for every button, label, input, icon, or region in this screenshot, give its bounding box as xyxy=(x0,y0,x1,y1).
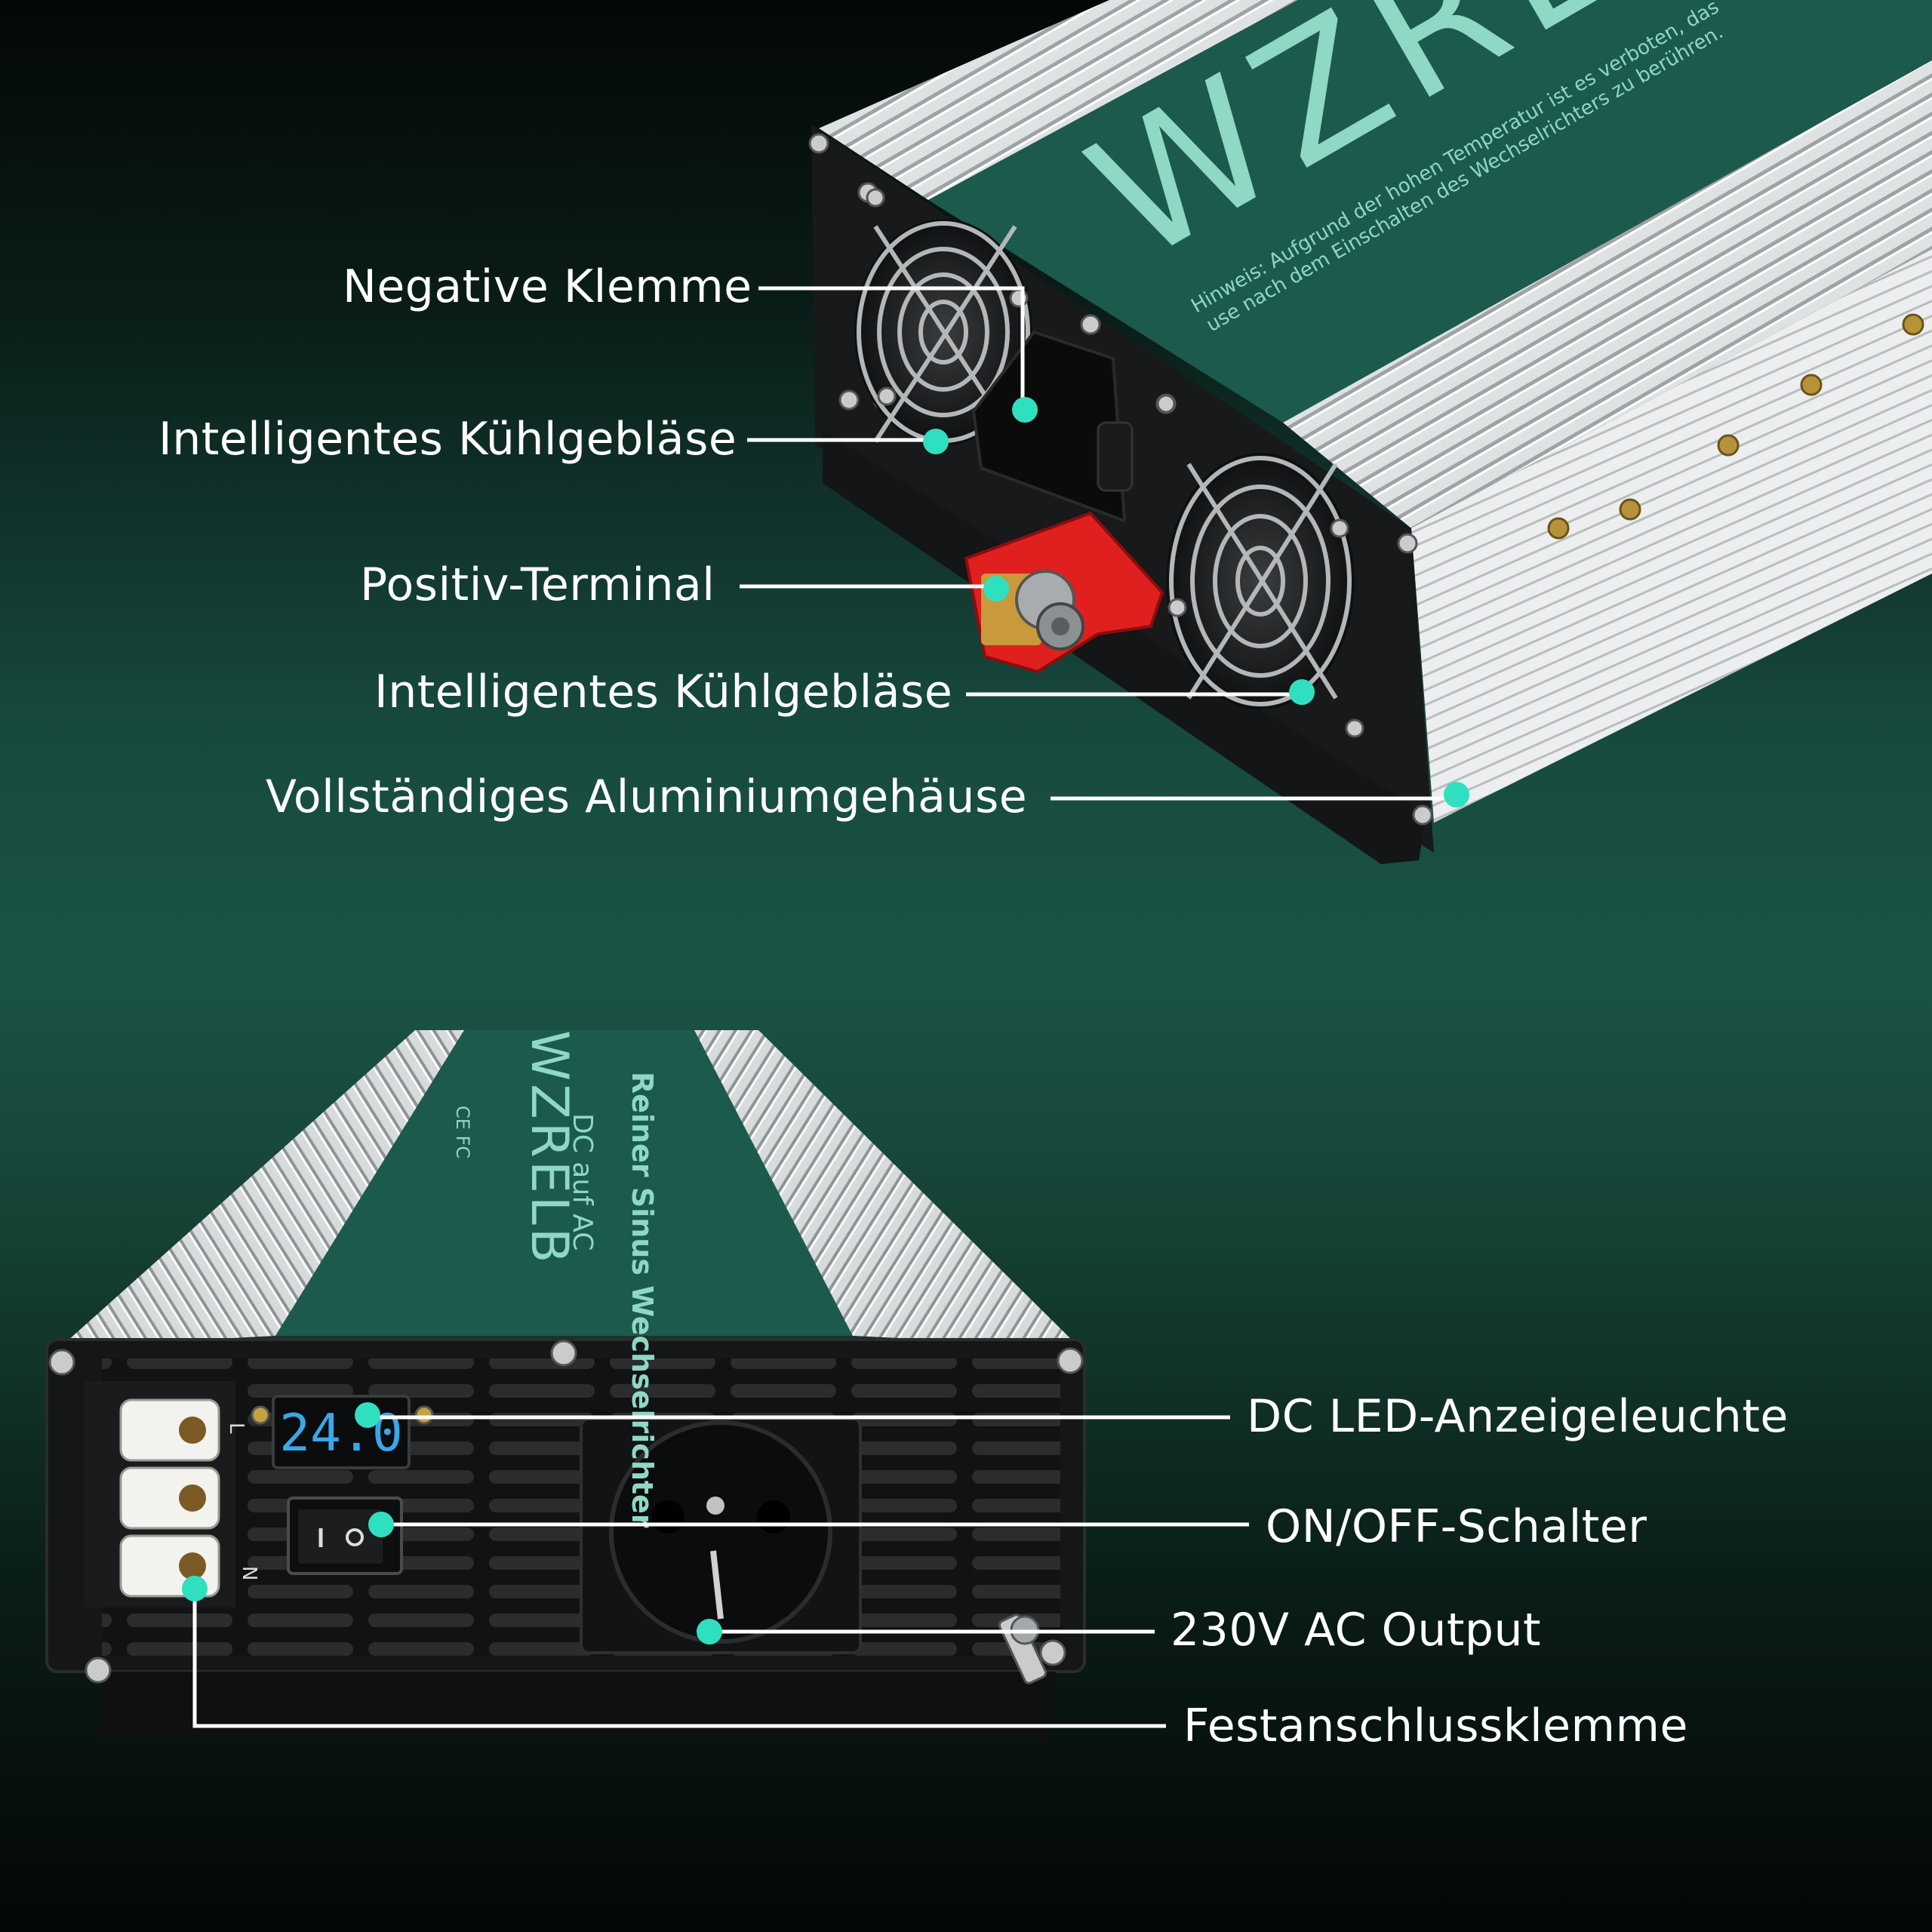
top-green-panel xyxy=(928,0,1932,423)
negative-terminal-icon xyxy=(971,330,1134,523)
callout-dots xyxy=(182,397,1469,1644)
bottom-fins-right xyxy=(694,1030,1079,1347)
dot-cooling-fan-left xyxy=(923,429,949,454)
top-inverter: WZRELB Hinweis: Aufgrund der hohen Tempe… xyxy=(808,0,1932,864)
label-aluminium-housing: Vollständiges Aluminiumgehäuse xyxy=(266,771,1028,823)
dot-cooling-fan-right xyxy=(1289,679,1315,705)
bottom-inverter: L N 24.0 WZRELB xyxy=(45,1030,1086,1740)
top-fins-lower xyxy=(1283,60,1932,528)
top-fins-upper xyxy=(819,0,1298,200)
bottom-subtitle-text: DC auf AC xyxy=(567,1113,598,1251)
bottom-cert-text: CE FC xyxy=(452,1106,473,1158)
dot-ac-output xyxy=(697,1619,722,1644)
callout-lines xyxy=(192,286,1457,1728)
front-screws xyxy=(48,1340,1084,1684)
label-dc-led-display: DC LED-Anzeigeleuchte xyxy=(1247,1390,1789,1443)
bottom-green-panel xyxy=(275,1030,853,1336)
label-cooling-fan-left: Intelligentes Kühlgebläse xyxy=(158,413,737,466)
label-hardwire-terminal: Festanschlussklemme xyxy=(1183,1700,1688,1752)
dot-aluminium-housing xyxy=(1444,782,1469,808)
label-positive-terminal: Positiv-Terminal xyxy=(360,558,715,611)
dot-positive-terminal xyxy=(983,576,1009,601)
top-mount-flange xyxy=(823,430,1426,864)
label-on-off-switch: ON/OFF-Schalter xyxy=(1266,1500,1647,1553)
dot-on-off-switch xyxy=(368,1512,394,1537)
top-side-face xyxy=(1411,249,1932,823)
terminal-block-icon: L N xyxy=(85,1381,260,1607)
label-cooling-fan-right: Intelligentes Kühlgebläse xyxy=(374,666,953,718)
bottom-base-plate xyxy=(98,1672,1057,1740)
dot-hardwire-terminal xyxy=(182,1576,208,1601)
side-studs xyxy=(1547,313,1924,540)
terminal-mark-n: N xyxy=(238,1566,260,1580)
led-display-icon: 24.0 xyxy=(272,1395,411,1469)
dot-dc-led-display xyxy=(355,1402,380,1428)
bottom-title-text: Reiner Sinus Wechselrichter xyxy=(626,1072,659,1528)
bottom-brand-text: WZRELB xyxy=(519,1030,579,1266)
ac-socket-icon xyxy=(580,1417,862,1654)
positive-terminal-icon xyxy=(964,511,1164,674)
label-negative-terminal: Negative Klemme xyxy=(343,260,752,313)
fan-right-icon xyxy=(1156,394,1364,738)
dot-negative-terminal xyxy=(1012,397,1038,423)
label-ac-output: 230V AC Output xyxy=(1171,1604,1542,1657)
fan-left-icon xyxy=(854,188,1032,445)
terminal-mark-l: L xyxy=(225,1423,248,1434)
led-display-reading: 24.0 xyxy=(279,1404,403,1463)
bottom-fins-left xyxy=(60,1030,464,1347)
